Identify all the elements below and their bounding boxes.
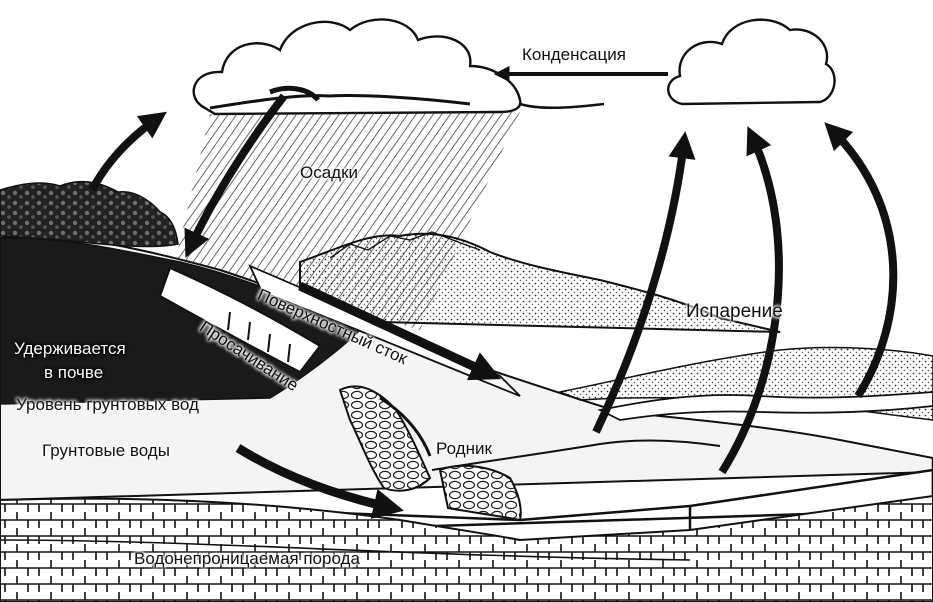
label-evaporation: Испарение: [686, 301, 783, 322]
label-soil-retention-line2: в почве: [44, 363, 104, 382]
evaporation-arrow-3: [824, 122, 898, 399]
label-water-table: Уровень грунтовых вод: [16, 395, 199, 414]
mountains: [299, 231, 781, 333]
infiltration-band: [158, 266, 322, 374]
label-impermeable-rock: Водонепроницаемая порода: [134, 549, 360, 568]
forest: [0, 180, 179, 248]
spring-rocks: [338, 385, 522, 522]
evaporation-arrow-1: [592, 131, 696, 434]
rain-cloud: [192, 18, 522, 116]
label-condensation: Конденсация: [522, 45, 626, 64]
label-soil-retention-line1: Удерживается: [14, 339, 126, 358]
evaporation-cloud: [667, 18, 836, 106]
label-precipitation: Осадки: [300, 163, 359, 182]
precipitation-arrow: [184, 93, 288, 258]
label-groundwater: Грунтовые воды: [42, 441, 170, 460]
evaporation-arrow-2: [718, 126, 783, 475]
surface-runoff-arrow: [298, 281, 502, 381]
label-spring: Родник: [436, 439, 492, 458]
groundwater-arrow: [235, 444, 404, 519]
transpiration-arrow: [88, 111, 167, 192]
river: [597, 391, 933, 421]
